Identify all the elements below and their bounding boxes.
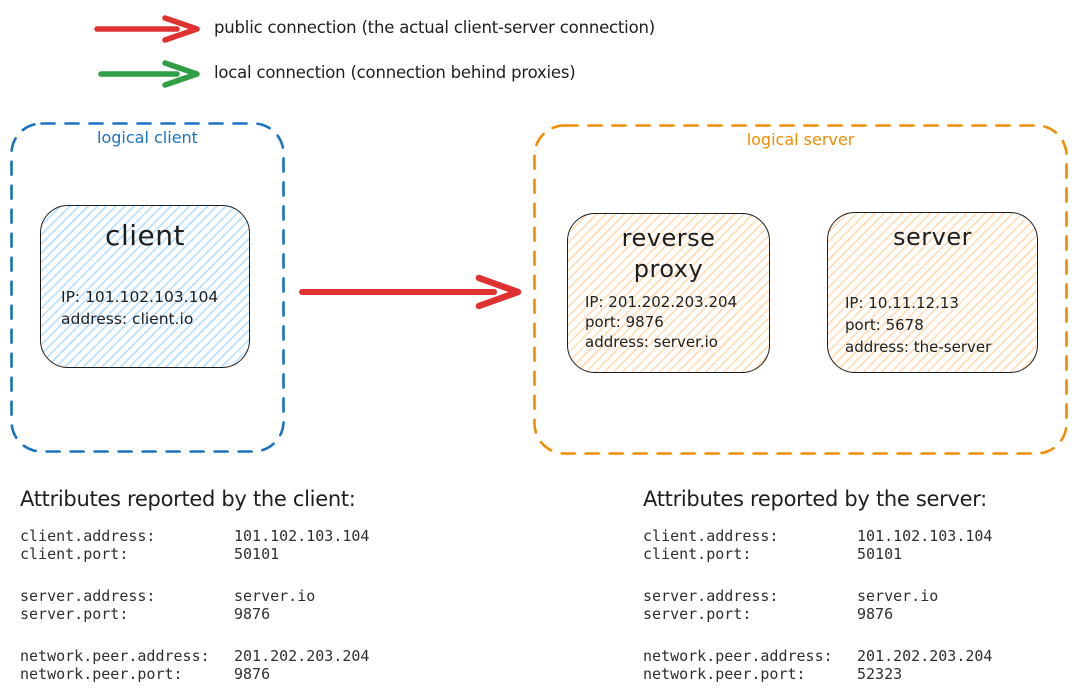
attr-row: client.address: 101.102.103.104 (20, 527, 369, 545)
client-address: address: client.io (61, 310, 194, 328)
attr-value: 201.202.203.204 (234, 647, 370, 665)
attr-key: network.peer.address: (20, 647, 210, 665)
client-node: client IP: 101.102.103.104 address: clie… (40, 205, 250, 368)
attr-value: 50101 (234, 545, 280, 563)
attr-key: network.peer.port: (643, 665, 806, 683)
attr-key: server.port: (643, 605, 752, 623)
attr-value: 50101 (857, 545, 903, 563)
client-attr-group: client.address: 101.102.103.104 client.po… (643, 527, 992, 563)
attr-key: server.address: (643, 587, 779, 605)
client-attributes-heading: Attributes reported by the client: (20, 487, 356, 511)
reverse-proxy-address: address: server.io (585, 333, 718, 351)
network-peer-attr-group: network.peer.address: 201.202.203.204 net… (20, 647, 369, 683)
logical-client-group: logical client client IP: 101.102.103.10… (10, 122, 285, 453)
attr-value: 52323 (857, 665, 903, 683)
server-port: port: 5678 (845, 316, 924, 334)
attr-value: 9876 (234, 605, 271, 623)
attr-row: server.address: server.io (643, 587, 992, 605)
attr-row: network.peer.address: 201.202.203.204 (643, 647, 992, 665)
logical-server-dashed-border (533, 124, 1068, 455)
logical-client-dashed-border (10, 122, 285, 453)
attr-key: server.port: (20, 605, 129, 623)
server-node-title: server (893, 223, 972, 251)
public-connection-arrow-icon (94, 15, 200, 43)
server-attributes-heading: Attributes reported by the server: (643, 487, 987, 511)
attr-row: client.port: 50101 (643, 545, 992, 563)
client-attributes-rows: client.address: 101.102.103.104 client.po… (20, 527, 369, 683)
reverse-proxy-title-line2: proxy (633, 255, 704, 283)
attr-key: network.peer.address: (643, 647, 833, 665)
server-attributes-table: Attributes reported by the server: clien… (643, 486, 992, 691)
attr-key: client.address: (643, 527, 779, 545)
client-node-title: client (105, 219, 185, 252)
network-peer-attr-group: network.peer.address: 201.202.203.204 net… (643, 647, 992, 683)
attr-value: server.io (234, 587, 316, 605)
client-attributes-table: Attributes reported by the client: clien… (20, 486, 369, 691)
attr-row: server.address: server.io (20, 587, 369, 605)
attr-key: network.peer.port: (20, 665, 183, 683)
reverse-proxy-node-title: reverse proxy (568, 223, 769, 285)
attr-row: server.port: 9876 (20, 605, 369, 623)
reverse-proxy-title-line1: reverse (621, 224, 716, 252)
legend-local-connection-label: local connection (connection behind prox… (214, 63, 576, 82)
server-node: server IP: 10.11.12.13 port: 5678 addres… (827, 212, 1038, 373)
server-attr-group: server.address: server.io server.port: 987… (20, 587, 369, 623)
attr-value: server.io (857, 587, 939, 605)
server-attributes-rows: client.address: 101.102.103.104 client.po… (643, 527, 992, 683)
attr-row: network.peer.port: 9876 (20, 665, 369, 683)
logical-server-label: logical server (746, 130, 855, 149)
reverse-proxy-node: reverse proxy IP: 201.202.203.204 port: … (567, 213, 770, 373)
reverse-proxy-port: port: 9876 (585, 313, 664, 331)
attr-value: 101.102.103.104 (234, 527, 370, 545)
reverse-proxy-ip: IP: 201.202.203.204 (585, 293, 738, 311)
logical-client-label: logical client (97, 128, 198, 147)
logical-server-group: logical server reverse proxy IP: 201.202… (533, 124, 1068, 455)
attr-value: 9876 (857, 605, 894, 623)
client-to-server-public-arrow (299, 274, 522, 310)
attr-value: 101.102.103.104 (857, 527, 993, 545)
attr-key: server.address: (20, 587, 156, 605)
client-ip: IP: 101.102.103.104 (61, 288, 219, 306)
attr-row: network.peer.port: 52323 (643, 665, 992, 683)
attr-row: client.address: 101.102.103.104 (643, 527, 992, 545)
attr-value: 9876 (234, 665, 271, 683)
attr-row: client.port: 50101 (20, 545, 369, 563)
client-attr-group: client.address: 101.102.103.104 client.po… (20, 527, 369, 563)
local-connection-arrow-icon (98, 60, 200, 88)
server-address: address: the-server (845, 338, 992, 356)
server-node-details: IP: 10.11.12.13 port: 5678 address: the-… (828, 292, 1037, 358)
attr-value: 201.202.203.204 (857, 647, 993, 665)
reverse-proxy-node-details: IP: 201.202.203.204 port: 9876 address: … (568, 292, 769, 352)
attr-key: client.address: (20, 527, 156, 545)
attr-key: client.port: (643, 545, 752, 563)
legend-public-connection-label: public connection (the actual client-ser… (214, 18, 655, 37)
client-node-details: IP: 101.102.103.104 address: client.io (41, 286, 249, 330)
attr-row: network.peer.address: 201.202.203.204 (20, 647, 369, 665)
attr-key: client.port: (20, 545, 129, 563)
server-attr-group: server.address: server.io server.port: 987… (643, 587, 992, 623)
server-ip: IP: 10.11.12.13 (845, 294, 959, 312)
attr-row: server.port: 9876 (643, 605, 992, 623)
